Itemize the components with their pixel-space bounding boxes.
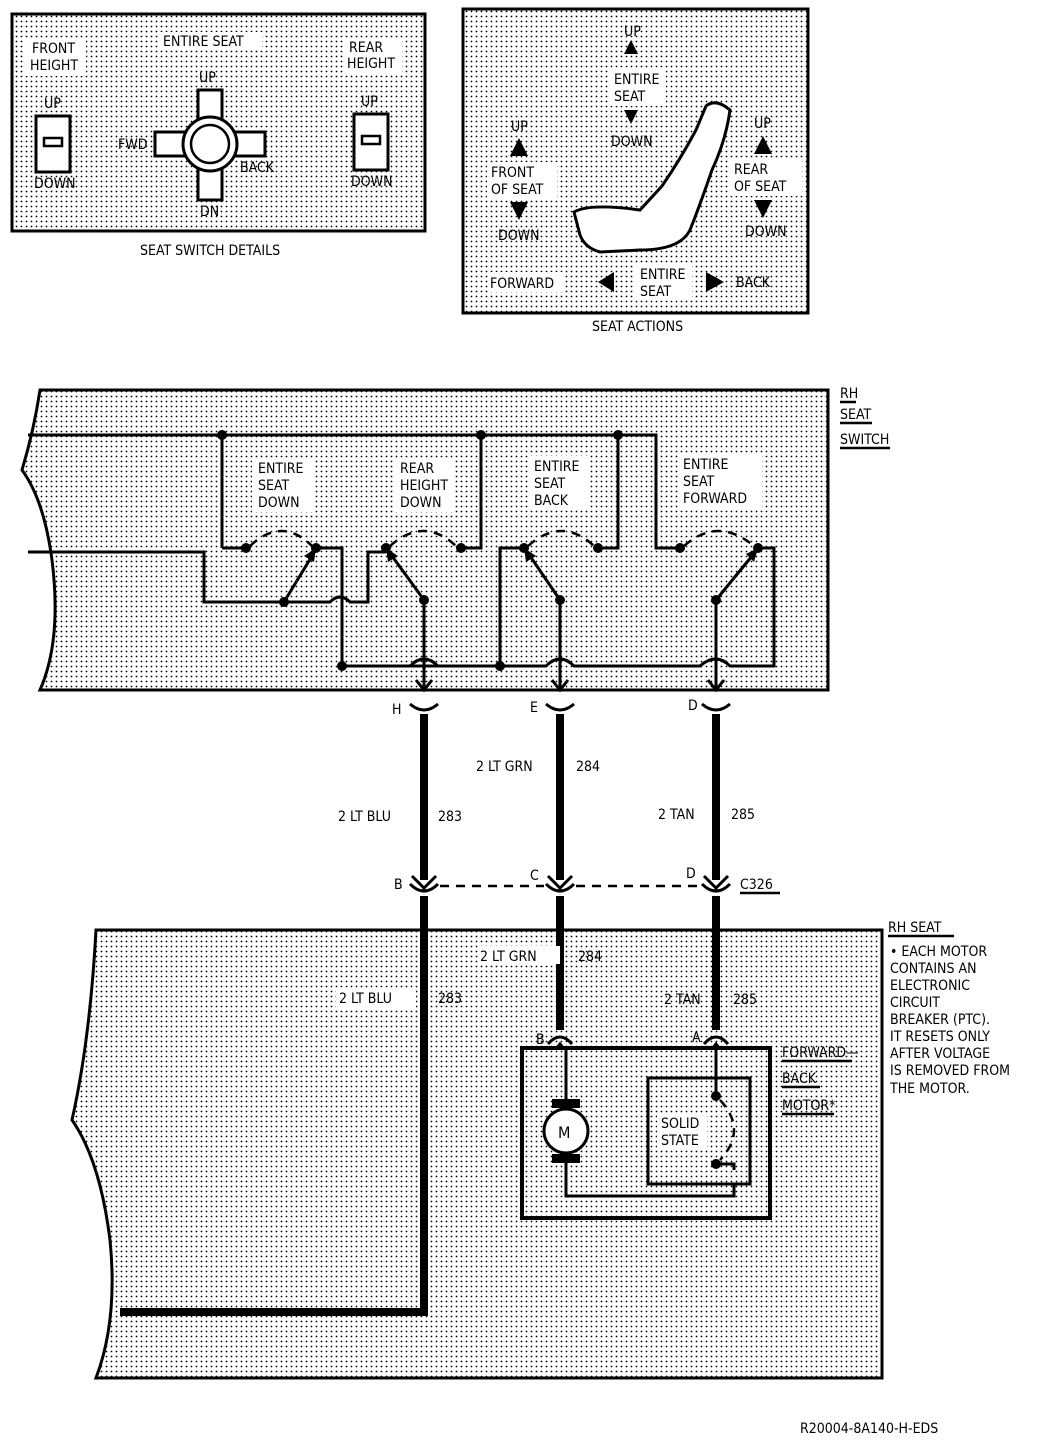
contact-4-label-3: FORWARD	[683, 491, 747, 507]
center-back-label: BACK	[240, 160, 275, 176]
motor-label-1: FORWARD—	[782, 1045, 859, 1061]
rh-seat-switch-label-1: RH	[840, 386, 858, 402]
seat-actions-front-2: OF SEAT	[491, 182, 544, 198]
seat-actions-down-right: DOWN	[745, 224, 787, 240]
contact-4-label-1: ENTIRE	[683, 457, 729, 473]
contact-4-label-2: SEAT	[683, 474, 714, 490]
note-line-4: CIRCUIT	[890, 995, 940, 1011]
contact-1-label-2: SEAT	[258, 478, 289, 494]
forward-back-motor: M SOLID STATE FORWARD— BACK MOTOR*	[520, 1045, 859, 1220]
motor-label-3: MOTOR*	[782, 1098, 835, 1114]
seat-actions-rear-2: OF SEAT	[734, 179, 787, 195]
seat-switch-details: FRONT HEIGHT ENTIRE SEAT REAR HEIGHT UP …	[10, 12, 427, 259]
rear-down-label: DOWN	[351, 174, 393, 190]
rear-height-label-2: HEIGHT	[347, 56, 395, 72]
contact-1-label-3: DOWN	[258, 495, 300, 511]
solid-state-label-2: STATE	[661, 1133, 699, 1149]
seat-actions-down-mid: DOWN	[611, 134, 653, 150]
seat-actions: UP ENTIRE SEAT DOWN UP FRONT OF SEAT DOW…	[461, 7, 810, 335]
wire-upper-lt-grn-label: 2 LT GRN	[476, 759, 533, 775]
entire-seat-switch: UP FWD BACK DN	[118, 70, 275, 220]
motor-m-label: M	[558, 1123, 570, 1142]
seat-actions-up-right: UP	[754, 116, 771, 132]
wire-lower-tan-num: 285	[733, 992, 757, 1008]
connector-c326: B C D C326	[394, 866, 780, 895]
seat-actions-caption: SEAT ACTIONS	[592, 319, 683, 335]
note-line-7: AFTER VOLTAGE	[890, 1046, 990, 1062]
seat-actions-seat-2: SEAT	[640, 284, 671, 300]
center-fwd-label: FWD	[118, 137, 147, 153]
seat-actions-forward: FORWARD	[490, 276, 554, 292]
front-down-label: DOWN	[34, 176, 76, 192]
rh-seat-switch-label-2: SEAT	[840, 407, 871, 423]
wire-lower-lt-blu-num: 283	[438, 991, 462, 1007]
seat-actions-entire-1: ENTIRE	[614, 72, 660, 88]
contact-2-label-3: DOWN	[400, 495, 442, 511]
rh-seat-switch: RH SEAT SWITCH	[20, 386, 890, 693]
wire-lower-lt-blu-label: 2 LT BLU	[339, 991, 392, 1007]
motor-pin-a-label: A	[692, 1030, 701, 1046]
rear-up-label: UP	[361, 94, 378, 110]
wire-upper-lt-blu-label: 2 LT BLU	[338, 809, 391, 825]
note-line-5: BREAKER (PTC).	[890, 1012, 990, 1028]
ptc-note: • EACH MOTOR CONTAINS AN ELECTRONIC CIRC…	[889, 944, 1010, 1097]
note-line-2: CONTAINS AN	[890, 961, 977, 977]
note-line-9: THE MOTOR.	[889, 1081, 970, 1097]
connector-c-label: C	[530, 868, 539, 884]
contact-3-label-3: BACK	[534, 493, 569, 509]
contact-3-label-1: ENTIRE	[534, 459, 580, 475]
solid-state-label-1: SOLID	[661, 1116, 699, 1132]
wire-lower-lt-grn-label: 2 LT GRN	[480, 949, 537, 965]
contact-2-label-1: REAR	[400, 461, 434, 477]
wire-upper-tan-label: 2 TAN	[658, 807, 695, 823]
wire-lower-lt-grn-num: 284	[578, 949, 602, 965]
front-height-label: FRONT	[32, 41, 75, 57]
seat-actions-rear-1: REAR	[734, 162, 768, 178]
wire-lower-tan-label: 2 TAN	[664, 992, 701, 1008]
connector-d-label: D	[688, 698, 698, 714]
seat-actions-down-left: DOWN	[498, 228, 540, 244]
seat-actions-front-1: FRONT	[491, 165, 534, 181]
note-line-8: IS REMOVED FROM	[890, 1063, 1010, 1079]
wire-upper-lt-blu-num: 283	[438, 809, 462, 825]
seat-actions-back: BACK	[736, 275, 771, 291]
rear-height-label: REAR	[349, 40, 383, 56]
seat-actions-seat-1: SEAT	[614, 89, 645, 105]
note-line-3: ELECTRONIC	[890, 978, 970, 994]
wire-upper-lt-grn-num: 284	[576, 759, 600, 775]
harness: H E D 2 LT GRN 284 2 LT BLU 283 2 TAN 28…	[338, 698, 780, 895]
seat-actions-entire-2: ENTIRE	[640, 267, 686, 283]
connector-d2-label: D	[686, 866, 696, 882]
wire-upper-tan-num: 285	[731, 807, 755, 823]
front-up-label: UP	[44, 96, 61, 112]
seat-actions-up-top: UP	[624, 24, 641, 40]
connector-c326-label: C326	[740, 877, 773, 893]
contact-3-label-2: SEAT	[534, 476, 565, 492]
rh-seat: RH SEAT • EACH MOTOR CONTAINS AN ELECTRO…	[70, 896, 1010, 1380]
entire-seat-label: ENTIRE SEAT	[163, 34, 244, 50]
note-line-6: IT RESETS ONLY	[890, 1029, 990, 1045]
rh-seat-label: RH SEAT	[888, 920, 942, 936]
rh-seat-switch-label-3: SWITCH	[840, 432, 889, 448]
contact-2-label-2: HEIGHT	[400, 478, 448, 494]
motor-symbol	[542, 1107, 590, 1155]
contact-1-label-1: ENTIRE	[258, 461, 304, 477]
motor-label-2: BACK	[782, 1071, 817, 1087]
seat-silhouette	[572, 101, 732, 254]
connector-b-label: B	[394, 877, 403, 893]
seat-actions-up-left: UP	[511, 119, 528, 135]
front-height-label-2: HEIGHT	[30, 58, 78, 74]
reference-code: R20004-8A140-H-EDS	[800, 1421, 938, 1437]
seat-switch-details-caption: SEAT SWITCH DETAILS	[140, 243, 280, 259]
note-line-1: • EACH MOTOR	[890, 944, 987, 960]
center-dn-label: DN	[200, 204, 219, 220]
center-up-label: UP	[199, 70, 216, 86]
motor-pin-b-label: B	[536, 1032, 545, 1048]
connector-h-label: H	[392, 702, 401, 718]
connector-e-label: E	[530, 700, 538, 716]
